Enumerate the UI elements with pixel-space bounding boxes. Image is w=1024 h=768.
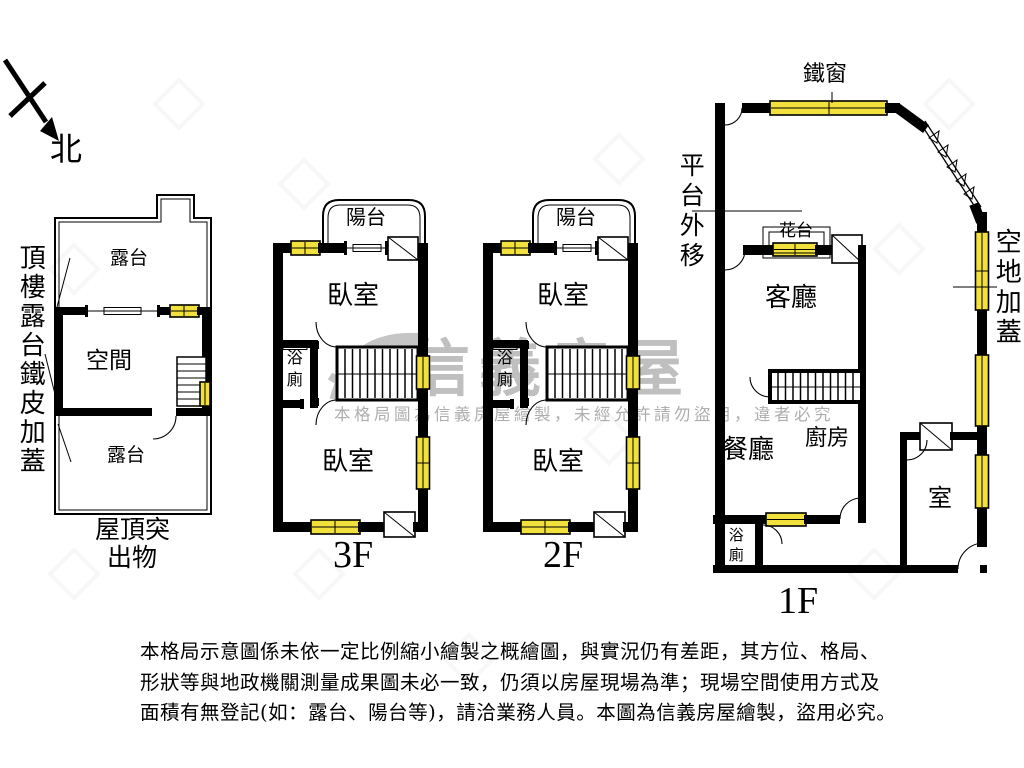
floor2-bath-label: 浴廁	[493, 349, 513, 393]
watermark-notice-text: 本格局圖為信義房屋繪製，未經允許請勿盜用，違者必究	[334, 405, 834, 424]
north-label: 北	[50, 130, 83, 168]
floor1-living-room-label: 客廳	[765, 283, 818, 313]
floor1-room-label: 室	[928, 484, 952, 512]
floor1-label: 1F	[778, 580, 819, 622]
rooftop-annotation: 頂樓露台鐵皮加蓋	[15, 244, 46, 476]
north-arrow-icon	[2, 58, 59, 141]
floor3-balcony-label: 陽台	[346, 205, 386, 229]
mid-stairs	[335, 345, 420, 402]
floor2-bedroom-top-label: 臥室	[537, 281, 590, 311]
rooftop-plan	[44, 194, 212, 515]
floor1-flower-bed-label: 花台	[779, 221, 813, 241]
floor3-bedroom-top-label: 臥室	[327, 281, 380, 311]
disclaimer-text: 本格局示意圖係未依一定比例縮小繪製之概繪圖，與實況仍有差距，其方位、格局、 形狀…	[140, 637, 910, 729]
rooftop-terrace-bottom-label: 露台	[107, 444, 146, 466]
floor1-platform-annotation: 平台外移	[676, 152, 706, 272]
floor1-iron-window-label: 鐵窗	[803, 62, 848, 87]
rooftop-caption-line1: 屋頂突	[95, 515, 171, 544]
floor1-bath-label: 浴廁	[726, 527, 745, 567]
floor2-label: 2F	[543, 534, 584, 576]
floor1-plan	[692, 92, 997, 573]
disclaimer-line1: 本格局示意圖係未依一定比例縮小繪製之概繪圖，與實況仍有差距，其方位、格局、	[140, 640, 881, 663]
floor3-bedroom-bottom-label: 臥室	[322, 447, 375, 477]
floor2-balcony-label: 陽台	[556, 205, 596, 229]
floor1-stairs	[768, 369, 864, 404]
rooftop-terrace-top-label: 露台	[110, 247, 149, 269]
disclaimer-line2: 形狀等與地政機關測量成果圖未必一致，仍須以房屋現場為準；現場空間使用方式及	[140, 670, 881, 694]
rooftop-space-label: 空間	[86, 348, 132, 374]
floor1-kitchen-label: 廚房	[805, 426, 850, 451]
floor3-plan	[273, 199, 431, 538]
rooftop-caption-line2: 出物	[107, 543, 158, 572]
floor3-label: 3F	[333, 534, 374, 576]
floor2-bedroom-bottom-label: 臥室	[532, 447, 585, 477]
floor1-open-land-annotation: 空地加蓋	[991, 228, 1022, 348]
floor3-bath-label: 浴廁	[283, 349, 303, 393]
disclaimer-line3: 面積有無登記(如：露台、陽台等)，請洽業務人員。本圖為信義房屋繪製，盜用必究。	[140, 701, 897, 724]
floor1-dining-room-label: 餐廳	[722, 435, 775, 465]
